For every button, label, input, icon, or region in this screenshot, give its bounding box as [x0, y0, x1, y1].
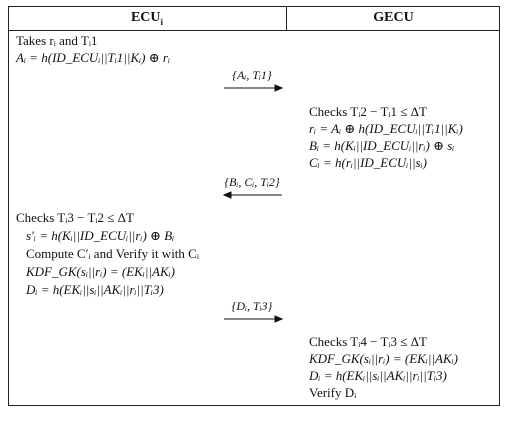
header-divider: [286, 6, 287, 30]
protocol-table: [8, 6, 500, 406]
message-3-label: {Dᵢ, Tᵢ3}: [231, 299, 273, 313]
gecu-compute-b: Bᵢ = h(Kᵢ||ID_ECUᵢ||rᵢ) ⊕ sᵢ: [309, 138, 455, 153]
ecu-kdf: KDF_GK(sᵢ||rᵢ) = (EKᵢ||AKᵢ): [26, 264, 176, 279]
ecu-step-compute-a: Aᵢ = h(ID_ECUᵢ||Tᵢ1||Kᵢ) ⊕ rᵢ: [16, 50, 171, 65]
gecu-recover-r: rᵢ = Aᵢ ⊕ h(ID_ECUᵢ||Tᵢ1||Kᵢ): [309, 121, 463, 136]
gecu-check-timestamp-1: Checks Tᵢ2 − Tᵢ1 ≤ ΔT: [309, 104, 427, 119]
gecu-column-header: GECU: [373, 10, 414, 25]
message-2-label: {Bᵢ, Cᵢ, Tᵢ2}: [224, 175, 280, 189]
gecu-kdf: KDF_GK(sᵢ||rᵢ) = (EKᵢ||AKᵢ): [309, 351, 459, 366]
gecu-check-timestamp-3: Checks Tᵢ4 − Tᵢ3 ≤ ΔT: [309, 334, 427, 349]
arrowhead-2: [222, 191, 232, 199]
gecu-verify-d: Verify Dᵢ: [309, 385, 357, 400]
gecu-compute-c: Cᵢ = h(rᵢ||ID_ECUᵢ||sᵢ): [309, 155, 427, 170]
arrowhead-3: [274, 315, 284, 323]
ecu-compute-d: Dᵢ = h(EKᵢ||sᵢ||AKᵢ||rᵢ||Tᵢ3): [26, 282, 164, 297]
ecu-check-timestamp-2: Checks Tᵢ3 − Tᵢ2 ≤ ΔT: [16, 210, 134, 225]
ecu-column-header: ECUi: [130, 10, 164, 27]
arrowhead-1: [274, 84, 284, 92]
message-1-label: {Aᵢ, Tᵢ1}: [232, 68, 272, 82]
header-underline: [8, 30, 500, 31]
ecu-step-takes: Takes rᵢ and Tᵢ1: [16, 33, 98, 48]
gecu-compute-d: Dᵢ = h(EKᵢ||sᵢ||AKᵢ||rᵢ||Tᵢ3): [309, 368, 447, 383]
ecu-verify-c: Compute C′ᵢ and Verify it with Cᵢ: [26, 246, 199, 261]
ecu-recover-s: s′ᵢ = h(Kᵢ||ID_ECUᵢ||rᵢ) ⊕ Bᵢ: [26, 228, 175, 243]
